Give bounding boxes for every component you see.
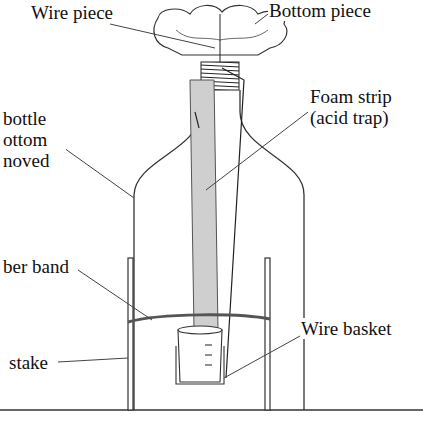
part-label: Foam strip (acid trap): [309, 86, 421, 128]
part-label: stake: [8, 352, 49, 373]
wire-piece: [220, 14, 221, 62]
wire: [222, 68, 244, 378]
part-label: Wire piece: [30, 2, 114, 23]
wire-basket: [176, 326, 224, 384]
ground-line: [0, 409, 423, 411]
bottle-body: [134, 90, 304, 410]
part-label: bottle ottom noved: [2, 108, 66, 171]
leader-line: [58, 14, 308, 378]
part-label: Bottom piece: [268, 0, 372, 21]
foam-strip: [190, 80, 218, 330]
part-label: ber band: [2, 256, 70, 277]
part-label: Wire basket: [300, 318, 393, 339]
